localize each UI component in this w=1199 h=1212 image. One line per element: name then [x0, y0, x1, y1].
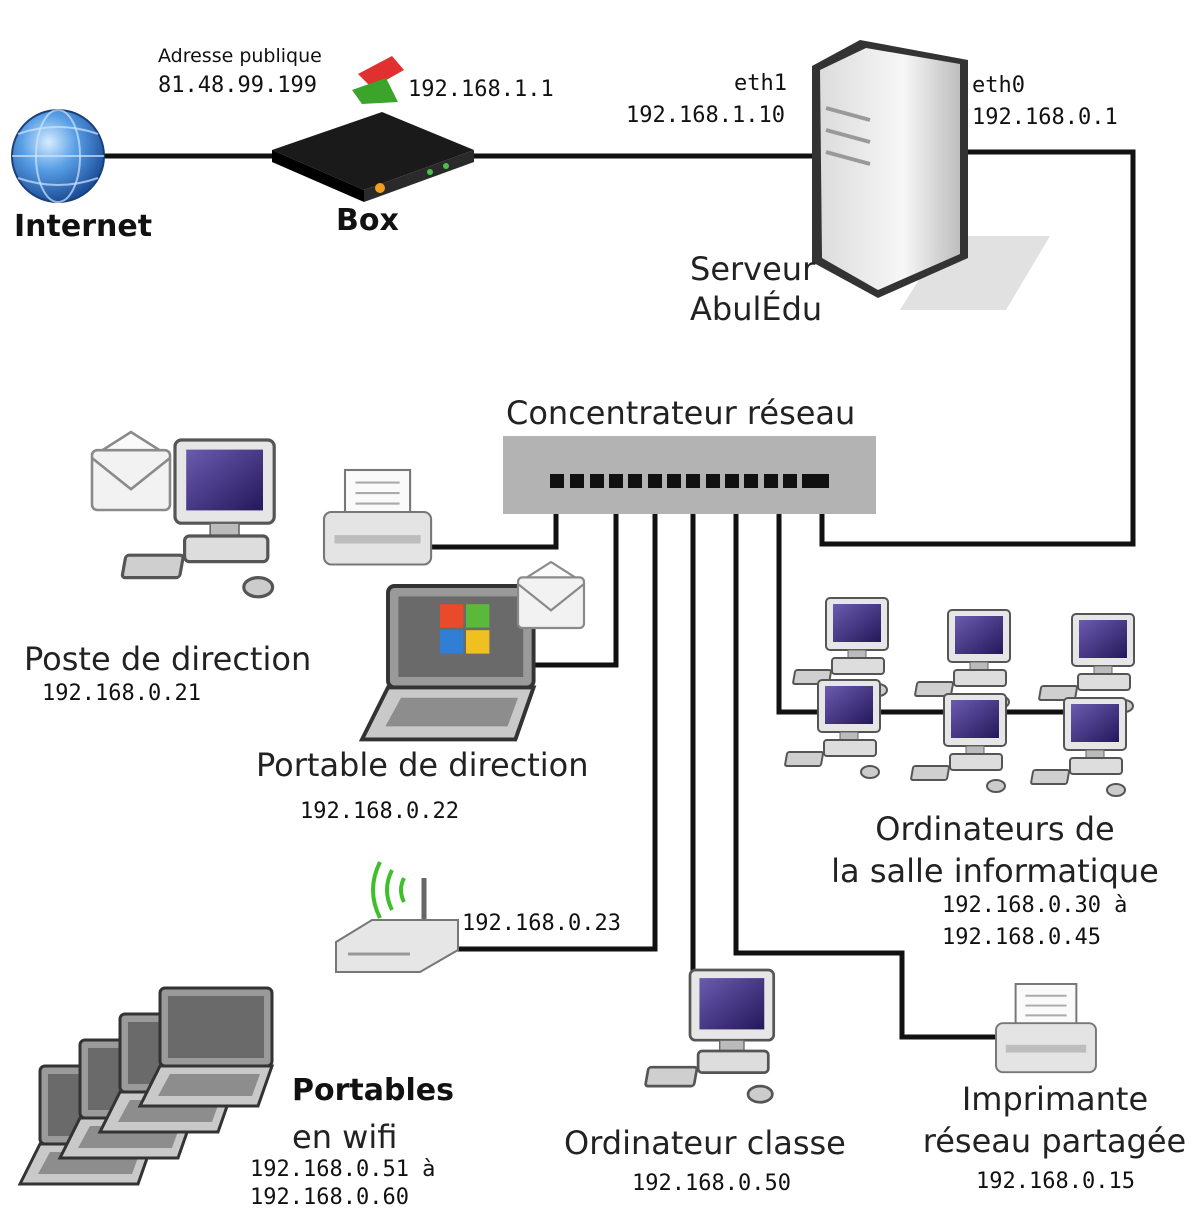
nat-arrows-icon — [352, 56, 404, 104]
poste-direction-ip: 192.168.0.21 — [42, 681, 201, 706]
salle-label-line2: la salle informatique — [831, 852, 1159, 890]
portable-direction-laptop-icon — [360, 584, 536, 742]
eth0-name: eth0 — [972, 73, 1025, 98]
portables-wifi-laptops-group — [18, 986, 274, 1186]
imprimante-label-line2: réseau partagée — [922, 1122, 1187, 1160]
box-lan-ip: 192.168.1.1 — [408, 77, 554, 102]
imprimante-reseau-printer-icon — [995, 983, 1097, 1074]
cable-hub-portable — [525, 484, 619, 668]
box-label: Box — [336, 203, 399, 238]
server-label-line2: AbulÉdu — [690, 290, 823, 328]
wifi-access-point-icon — [335, 861, 459, 973]
portables-wifi-ip-line2: 192.168.0.60 — [250, 1185, 409, 1210]
salle-label-line1: Ordinateurs de — [875, 810, 1115, 848]
portables-wifi-ip-line1: 192.168.0.51 à — [250, 1157, 436, 1182]
portables-wifi-label-line1: Portables — [292, 1073, 454, 1108]
cable-hub-imprimante — [733, 484, 1000, 1040]
salle-computers-group — [783, 597, 1135, 797]
salle-computer-icon — [783, 679, 881, 779]
server-label-line1: Serveur — [690, 250, 816, 288]
salle-computer-icon — [909, 693, 1007, 793]
imprimante-ip: 192.168.0.15 — [976, 1169, 1135, 1194]
server-tower-icon — [812, 40, 1050, 310]
poste-direction-email-icon — [90, 430, 172, 512]
internet-globe-icon — [11, 109, 105, 203]
imprimante-label-line1: Imprimante — [961, 1080, 1149, 1118]
eth1-name: eth1 — [734, 71, 787, 96]
cable-server-hub — [819, 149, 1136, 547]
poste-direction-label: Poste de direction — [24, 640, 312, 678]
box-router-icon — [272, 112, 474, 202]
ordinateur-classe-computer-icon — [643, 968, 776, 1104]
portables-wifi-label-line2: en wifi — [292, 1118, 398, 1156]
eth1-ip: 192.168.1.10 — [626, 103, 785, 128]
hub-label: Concentrateur réseau — [506, 394, 856, 432]
ordinateur-classe-label: Ordinateur classe — [564, 1124, 846, 1162]
portable-direction-label: Portable de direction — [256, 746, 589, 784]
internet-label: Internet — [14, 209, 153, 244]
network-hub-icon — [503, 436, 876, 514]
wifi-ap-ip: 192.168.0.23 — [462, 911, 621, 936]
cable-hub-wifi — [452, 484, 658, 952]
public-address-caption: Adresse publique — [158, 45, 322, 67]
eth0-ip: 192.168.0.1 — [972, 105, 1118, 130]
ordinateur-classe-ip: 192.168.0.50 — [632, 1171, 791, 1196]
portable-direction-email-icon — [516, 560, 586, 630]
salle-ip-line1: 192.168.0.30 à — [942, 893, 1128, 918]
portable-direction-ip: 192.168.0.22 — [300, 799, 459, 824]
wifi-laptop-icon — [138, 986, 274, 1108]
salle-ip-line2: 192.168.0.45 — [942, 925, 1101, 950]
public-ip: 81.48.99.199 — [158, 73, 317, 98]
poste-direction-printer-icon — [322, 468, 433, 566]
